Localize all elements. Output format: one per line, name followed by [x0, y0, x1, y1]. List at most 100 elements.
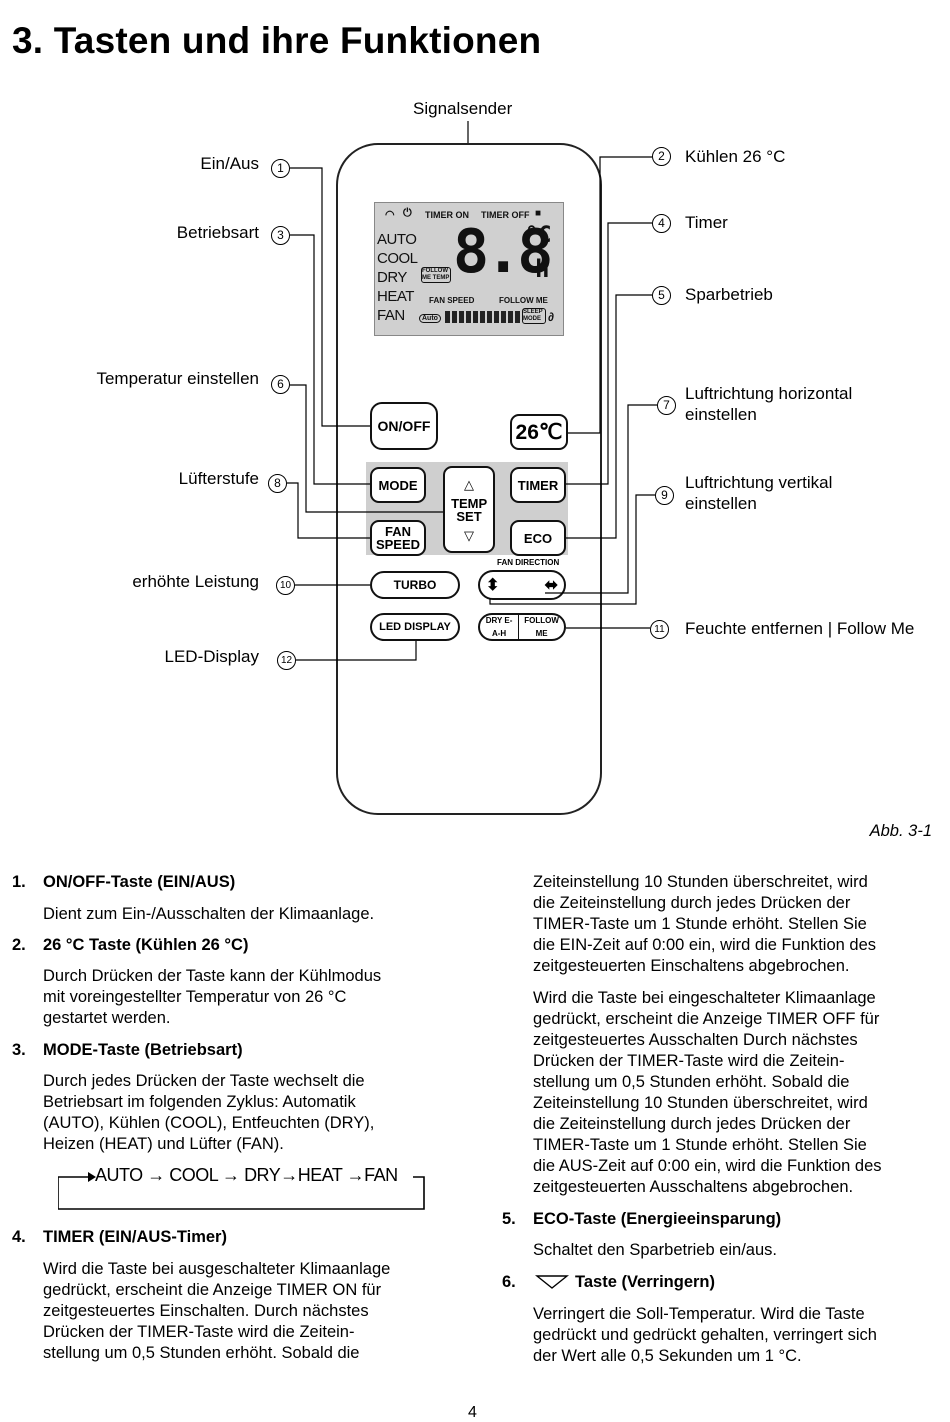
- mode-fan: FAN: [377, 307, 405, 324]
- lcd-display: ◠ ⏻ TIMER ON TIMER OFF ■ AUTO COOL DRY H…: [374, 202, 564, 336]
- on-off-button[interactable]: ON/OFF: [370, 402, 438, 450]
- label-luftrichtung-h-2: einstellen: [685, 405, 757, 424]
- item-6-text-1: Verringert die Soll-Temperatur. Wird die…: [533, 1305, 865, 1323]
- rc-p2-10: zeitgesteuerten Ausschaltens abgebrochen…: [533, 1178, 854, 1196]
- leader-lines: [287, 121, 657, 661]
- item-3-heading: MODE-Taste (Betriebsart): [43, 1041, 243, 1059]
- rc-p2-5: stellung um 0,5 Stunden erhöht. Sobald d…: [533, 1073, 850, 1091]
- label-kuehlen: Kühlen 26 °C: [685, 147, 786, 166]
- callout-12: 12: [277, 651, 296, 670]
- callout-7: 7: [657, 396, 676, 415]
- item-6-num: 6.: [502, 1273, 516, 1291]
- sleep-mode-label: SLEEP MODE: [522, 308, 546, 324]
- item-6-text-2: gedrückt und gedrückt gehalten, verringe…: [533, 1326, 877, 1344]
- cycle-auto: AUTO: [95, 1165, 143, 1185]
- label-betriebsart: Betriebsart: [176, 223, 259, 242]
- temp-up-icon[interactable]: △: [464, 476, 474, 492]
- label-sparbetrieb: Sparbetrieb: [685, 285, 773, 304]
- fan-direction-button[interactable]: ⬍ ⬌: [478, 570, 566, 600]
- item-5-heading: ECO-Taste (Energieeinsparung): [533, 1210, 782, 1228]
- rc-p2-1: Wird die Taste bei eingeschalteter Klima…: [533, 989, 876, 1007]
- item-3-text-4: Heizen (HEAT) und Lüfter (FAN).: [43, 1135, 284, 1153]
- cycle-dry: DRY: [244, 1165, 281, 1185]
- fan-speed-button[interactable]: FAN SPEED: [370, 520, 426, 556]
- dry-label: DRY E-A-H: [482, 614, 520, 640]
- item-2-text-1: Durch Drücken der Taste kann der Kühlmod…: [43, 967, 382, 985]
- item-4-text-5: stellung um 0,5 Stunden erhöht. Sobald d…: [43, 1344, 360, 1362]
- mode-heat: HEAT: [377, 288, 414, 305]
- eco-button[interactable]: ECO: [510, 520, 566, 556]
- mode-cycle-text: AUTO → COOL → DRY→HEAT →FAN: [95, 1165, 398, 1186]
- cycle-arrow-icon: →: [342, 1165, 365, 1185]
- item-4-text-4: Drücken der TIMER-Taste wird die Zeitein…: [43, 1323, 355, 1341]
- cycle-heat: HEAT: [297, 1165, 343, 1185]
- cool-26-button[interactable]: 26℃: [510, 414, 568, 450]
- auto-fan-label: Auto: [419, 314, 441, 323]
- label-luftrichtung-v: Luftrichtung vertikal: [685, 473, 833, 492]
- callout-1: 1: [271, 159, 290, 178]
- led-display-button[interactable]: LED DISPLAY: [370, 613, 460, 641]
- rc-p2-9: die AUS-Zeit auf 0:00 ein, wird die Funk…: [533, 1157, 882, 1175]
- page-number: 4: [468, 1404, 477, 1421]
- rc-p2-2: gedrückt, erscheint die Anzeige TIMER OF…: [533, 1010, 880, 1028]
- lcd-unit-h: h: [535, 255, 550, 283]
- swing-horizontal-icon[interactable]: ⬍: [486, 576, 500, 594]
- mode-cool: COOL: [377, 250, 418, 267]
- mode-cycle-arrows: [58, 1172, 425, 1210]
- callout-11: 11: [650, 620, 669, 639]
- follow-me-temp: FOLLOW ME TEMP: [421, 267, 451, 283]
- fan-direction-label: FAN DIRECTION: [497, 558, 560, 567]
- rc-p1-2: die Zeiteinstellung durch jedes Drücken …: [533, 894, 851, 912]
- rc-p2-6: Zeiteinstellung 10 Stunden überschreitet…: [533, 1094, 868, 1112]
- rc-p1-1: Zeiteinstellung 10 Stunden überschreitet…: [533, 873, 868, 891]
- rc-p2-3: zeitgesteuertes Ausschalten Durch nächst…: [533, 1031, 858, 1049]
- callout-10: 10: [276, 576, 295, 595]
- callout-4: 4: [652, 214, 671, 233]
- page-title: 3. Tasten und ihre Funktionen: [12, 20, 542, 61]
- cycle-arrow-icon: →: [217, 1165, 245, 1185]
- mode-auto: AUTO: [377, 231, 417, 248]
- signal-label: Signalsender: [413, 99, 513, 118]
- cycle-fan: FAN: [364, 1165, 398, 1185]
- timer-button[interactable]: TIMER: [510, 467, 566, 503]
- label-feuchte-follow-me: Feuchte entfernen | Follow Me: [685, 619, 915, 638]
- item-3-text-2: Betriebsart im folgenden Zyklus: Automat…: [43, 1093, 356, 1111]
- cycle-arrow-icon: →: [142, 1165, 170, 1185]
- item-5-text: Schaltet den Sparbetrieb ein/aus.: [533, 1241, 777, 1259]
- item-4-text-3: zeitgesteuertes Einschalten. Durch nächs…: [43, 1302, 369, 1320]
- item-4-heading: TIMER (EIN/AUS-Timer): [43, 1228, 227, 1246]
- mode-cycle: AUTO → COOL → DRY→HEAT →FAN: [58, 1163, 428, 1215]
- temp-set-button[interactable]: △ TEMP SET ▽: [443, 466, 495, 553]
- rc-p1-5: zeitgesteuerten Einschaltens abgebrochen…: [533, 957, 850, 975]
- dry-follow-me-button[interactable]: DRY E-A-H FOLLOW ME: [478, 613, 566, 641]
- wifi-icon: ◠: [385, 209, 395, 221]
- lcd-unit-c: °C: [525, 223, 552, 248]
- label-temperatur: Temperatur einstellen: [96, 369, 259, 388]
- item-3-text-1: Durch jedes Drücken der Taste wechselt d…: [43, 1072, 365, 1090]
- item-3-text-3: (AUTO), Kühlen (COOL), Entfeuchten (DRY)…: [43, 1114, 375, 1132]
- swing-vertical-icon[interactable]: ⬌: [544, 576, 558, 594]
- mode-dry: DRY: [377, 269, 407, 286]
- temp-set-label: TEMP SET: [451, 495, 488, 524]
- callout-3: 3: [271, 226, 290, 245]
- item-6-text-3: der Wert alle 0,5 Sekunden um 1 °C.: [533, 1347, 802, 1365]
- rc-p2-7: die Zeiteinstellung durch jedes Drücken …: [533, 1115, 851, 1133]
- label-led-display: LED-Display: [164, 647, 259, 666]
- lcd-digits: 8.8: [453, 217, 553, 287]
- rc-p2-8: TIMER-Taste um 1 Stunde erhöht. Stellen …: [533, 1136, 867, 1154]
- item-1-num: 1.: [12, 873, 26, 891]
- sleep-icon: ∂: [548, 310, 554, 324]
- fan-bar: [445, 311, 521, 323]
- timer-on-label: TIMER ON: [425, 210, 469, 220]
- figure-caption: Abb. 3-1: [869, 822, 932, 840]
- temp-down-icon[interactable]: ▽: [464, 527, 474, 543]
- turbo-button[interactable]: TURBO: [370, 571, 460, 599]
- label-ein-aus: Ein/Aus: [200, 154, 259, 173]
- cycle-cool: COOL: [169, 1165, 218, 1185]
- item-4-text-2: gedrückt, erscheint die Anzeige TIMER ON…: [43, 1281, 382, 1299]
- mode-button[interactable]: MODE: [370, 467, 426, 503]
- callout-2: 2: [652, 147, 671, 166]
- item-1-text: Dient zum Ein-/Ausschalten der Klimaanla…: [43, 905, 375, 923]
- item-2-num: 2.: [12, 936, 26, 954]
- follow-me-label: FOLLOW ME: [499, 296, 548, 305]
